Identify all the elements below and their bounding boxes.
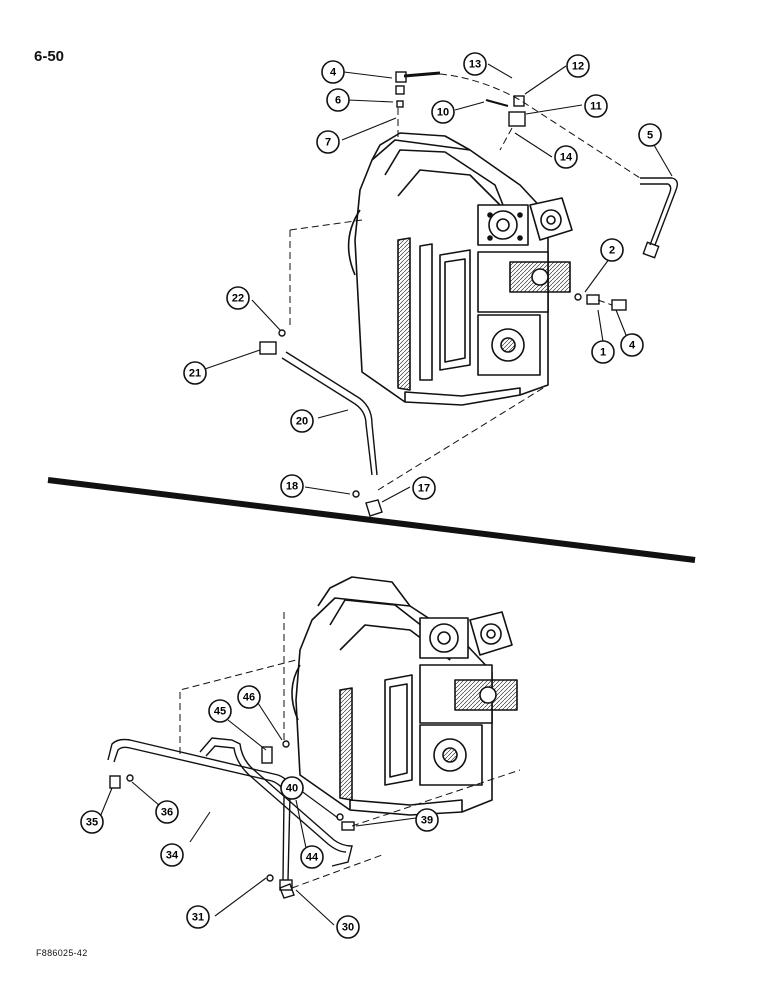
upper-callout-label: 11 [590, 101, 602, 113]
upper-tubes [259, 71, 679, 517]
upper-callout-label: 7 [325, 137, 331, 149]
upper-leaders [201, 63, 673, 503]
upper-callout-circle [638, 123, 662, 147]
lower-callout-label: 36 [161, 807, 173, 819]
lower-callout-circle [208, 699, 232, 723]
lower-callout-label: 31 [192, 912, 204, 924]
upper-callout-circle [591, 340, 615, 364]
upper-callout-label: 5 [647, 130, 653, 142]
upper-callout-circle [226, 286, 250, 310]
upper-transmission [347, 132, 573, 406]
lower-callout-circle [237, 685, 261, 709]
page-number: 6-50 [34, 48, 65, 65]
upper-callout-circle [566, 54, 590, 78]
lower-callout-label: 34 [166, 850, 179, 862]
lower-callout-circle [415, 808, 439, 832]
lower-callout-label: 30 [342, 922, 354, 934]
upper-callout-circle [290, 409, 314, 433]
upper-callout-label: 13 [469, 59, 481, 71]
upper-callout-circle [321, 60, 345, 84]
upper-callout-label: 6 [335, 95, 341, 107]
lower-callout-circle [336, 915, 360, 939]
upper-callout-label: 10 [437, 107, 449, 119]
upper-callout-circle [183, 361, 207, 385]
upper-callout-label: 4 [330, 67, 337, 79]
upper-callout-circle [431, 100, 455, 124]
lower-callout-circle [155, 800, 179, 824]
upper-callout-circle [280, 474, 304, 498]
lower-callout-circle [160, 843, 184, 867]
upper-dashed-lines [289, 73, 641, 491]
lower-callout-circle [186, 905, 210, 929]
upper-callout-label: 1 [600, 347, 606, 359]
upper-callout-circle [620, 333, 644, 357]
upper-callout-circle [316, 130, 340, 154]
upper-callout-circle [584, 94, 608, 118]
lower-callout-label: 45 [214, 706, 226, 718]
lower-transmission [291, 576, 518, 816]
lower-callout-circle [300, 845, 324, 869]
lower-callout-label: 40 [286, 783, 298, 795]
upper-callout-label: 12 [572, 61, 584, 73]
upper-callout-circle [554, 145, 578, 169]
upper-callout-label: 2 [609, 245, 615, 257]
lower-dashed-lines [179, 610, 521, 889]
lower-callout-label: 39 [421, 815, 433, 827]
lower-leaders [97, 699, 417, 926]
upper-callout-circle [600, 238, 624, 262]
upper-callout-circle [463, 52, 487, 76]
upper-callout-circle [326, 88, 350, 112]
upper-callout-label: 20 [296, 416, 308, 428]
lower-callout-circle [80, 810, 104, 834]
upper-callout-label: 18 [286, 481, 298, 493]
upper-callout-circle [412, 476, 436, 500]
lower-callout-label: 46 [243, 692, 255, 704]
lower-callout-circle [280, 776, 304, 800]
upper-callout-label: 17 [418, 483, 430, 495]
upper-callout-label: 21 [189, 368, 201, 380]
upper-callout-label: 22 [232, 293, 244, 305]
upper-callout-label: 4 [629, 340, 636, 352]
upper-callout-label: 14 [560, 152, 573, 164]
lower-callout-label: 44 [306, 852, 319, 864]
lower-callout-label: 35 [86, 817, 98, 829]
figure-code: F886025-42 [36, 948, 88, 958]
view-separator-line [47, 477, 696, 563]
